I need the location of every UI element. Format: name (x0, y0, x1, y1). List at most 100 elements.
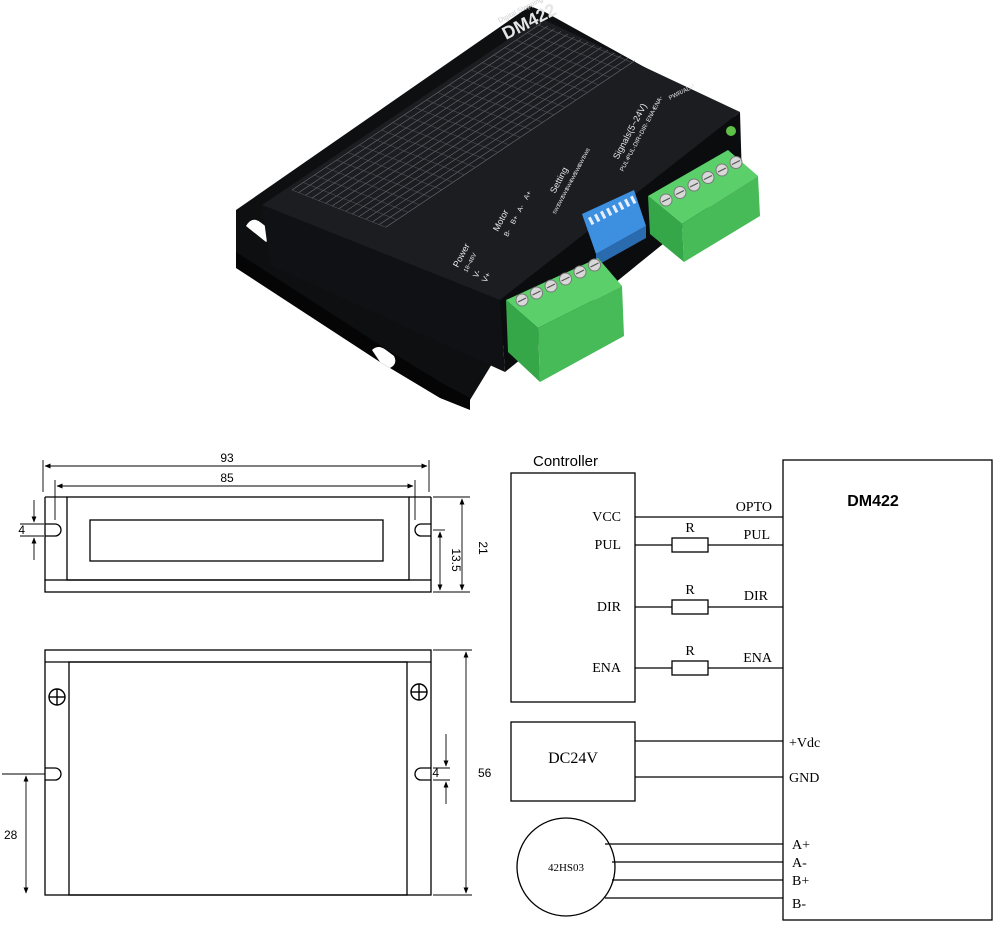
grid-line (437, 92, 532, 131)
grid-line (493, 54, 588, 93)
motor-pin-aminus: A- (516, 203, 526, 213)
driver-box (782, 459, 993, 921)
side-view-body (66, 496, 410, 581)
dip-lever (600, 210, 607, 220)
dimension-hole-spacing: 85 (220, 471, 234, 485)
grid-line (305, 28, 555, 196)
wiring-diagram (510, 459, 993, 921)
grid-line (291, 23, 542, 191)
grid-line (459, 77, 555, 116)
screw-slot (517, 297, 527, 303)
dip-switch-levers (588, 195, 637, 226)
resistor-pul (671, 537, 709, 553)
top-slot-left (45, 767, 62, 781)
grid-line (392, 122, 487, 161)
signal-pin-dirminus: DIR- (639, 122, 650, 136)
dip-lever (594, 213, 601, 223)
spec-label-grid (291, 23, 635, 228)
screw-slot (561, 276, 570, 282)
power-supply-box (510, 721, 636, 802)
grid-line (325, 36, 575, 204)
grid-line (448, 84, 543, 123)
switch-label-sw5: SW5 (569, 171, 579, 184)
grid-line (336, 159, 431, 198)
grid-line (345, 44, 595, 212)
signal-pin-pulminus: PUL- (626, 145, 638, 160)
screw-slot (689, 182, 699, 188)
grid-line (482, 62, 577, 101)
dip-lever (588, 216, 595, 226)
motor-pin-bminus: B- (503, 228, 513, 238)
grid-line (352, 47, 602, 215)
screw-slot (590, 262, 599, 268)
driver-pin-aminus: A- (792, 856, 807, 871)
screw-slot (546, 283, 556, 289)
dip-lever (612, 204, 619, 214)
motor-pin-bplus: B+ (510, 215, 520, 226)
grid-line (426, 99, 521, 138)
screw-slot (703, 174, 713, 181)
top-view-plate (44, 649, 432, 896)
dimension-slot-offset: 28 (4, 828, 18, 842)
base-slot-bottom (372, 347, 396, 368)
driver-pin-ena: ENA (743, 651, 773, 666)
dimension-base-height: 13.5 (449, 548, 463, 572)
stepper-motor-icon (516, 817, 616, 917)
power-pin-vminus: V- (471, 268, 483, 279)
grid-line (318, 33, 568, 201)
driver-pin-opto: OPTO (736, 500, 772, 515)
grid-line (471, 69, 566, 108)
grid-line (381, 129, 476, 168)
mounting-screw-icon (410, 683, 428, 701)
side-view-drawing (20, 460, 470, 593)
dip-lever (605, 207, 613, 217)
driver-pin-dir: DIR (744, 589, 769, 604)
side-view-window (89, 519, 384, 562)
grid-line (504, 47, 599, 86)
switch-label-sw2: SW2 (556, 195, 566, 208)
dip-switch[interactable] (582, 190, 646, 266)
driver-title: DM422 (847, 493, 899, 510)
controller-box (510, 472, 636, 703)
controller-pin-pul: PUL (595, 538, 621, 553)
screw-slot (532, 290, 541, 296)
grid-line (303, 182, 398, 221)
dimension-depth: 56 (478, 766, 492, 780)
screw-slot (731, 159, 741, 166)
switch-label-sw8: SW8 (581, 147, 591, 160)
screw-slot (661, 197, 671, 203)
dip-lever (617, 201, 625, 211)
grid-line (538, 24, 633, 63)
switch-label-sw3: SW3 (560, 187, 570, 200)
grid-line (291, 189, 387, 228)
screw-slot (575, 269, 585, 275)
screw-slot (717, 167, 727, 173)
housing-front-side (262, 205, 505, 372)
grid-line (314, 174, 409, 213)
technical-drawings: 93 85 4 21 13.5 56 28 4 (2, 451, 993, 921)
terminal-block-power-motor[interactable] (506, 258, 624, 382)
grid-line (358, 49, 609, 217)
product-photo: DM422 Digital Stepping Driver Power 18~4… (236, 0, 760, 410)
motor-label: 42HS03 (548, 862, 585, 874)
housing-top (262, 18, 740, 300)
top-view-drawing (2, 649, 472, 896)
driver-pin-bminus: B- (792, 897, 806, 912)
driver-pin-gnd: GND (789, 771, 819, 786)
terminal-screws (659, 156, 743, 207)
controller-pin-vcc: VCC (592, 510, 621, 525)
terminal-block-signals[interactable] (648, 150, 760, 262)
side-slot-left (45, 523, 62, 537)
dimension-height: 21 (476, 541, 490, 555)
controller-pin-dir: DIR (597, 600, 622, 615)
top-slot-right (414, 767, 431, 781)
switch-label-sw7: SW7 (577, 155, 587, 168)
grid-line (516, 39, 611, 78)
grid-line (359, 144, 454, 183)
base-plate-front-edge (236, 252, 470, 410)
dip-lever (624, 198, 631, 208)
switch-label-sw6: SW6 (573, 163, 583, 176)
grid-line (385, 60, 635, 228)
grid-line (365, 52, 615, 220)
resistor-dir (671, 599, 709, 615)
